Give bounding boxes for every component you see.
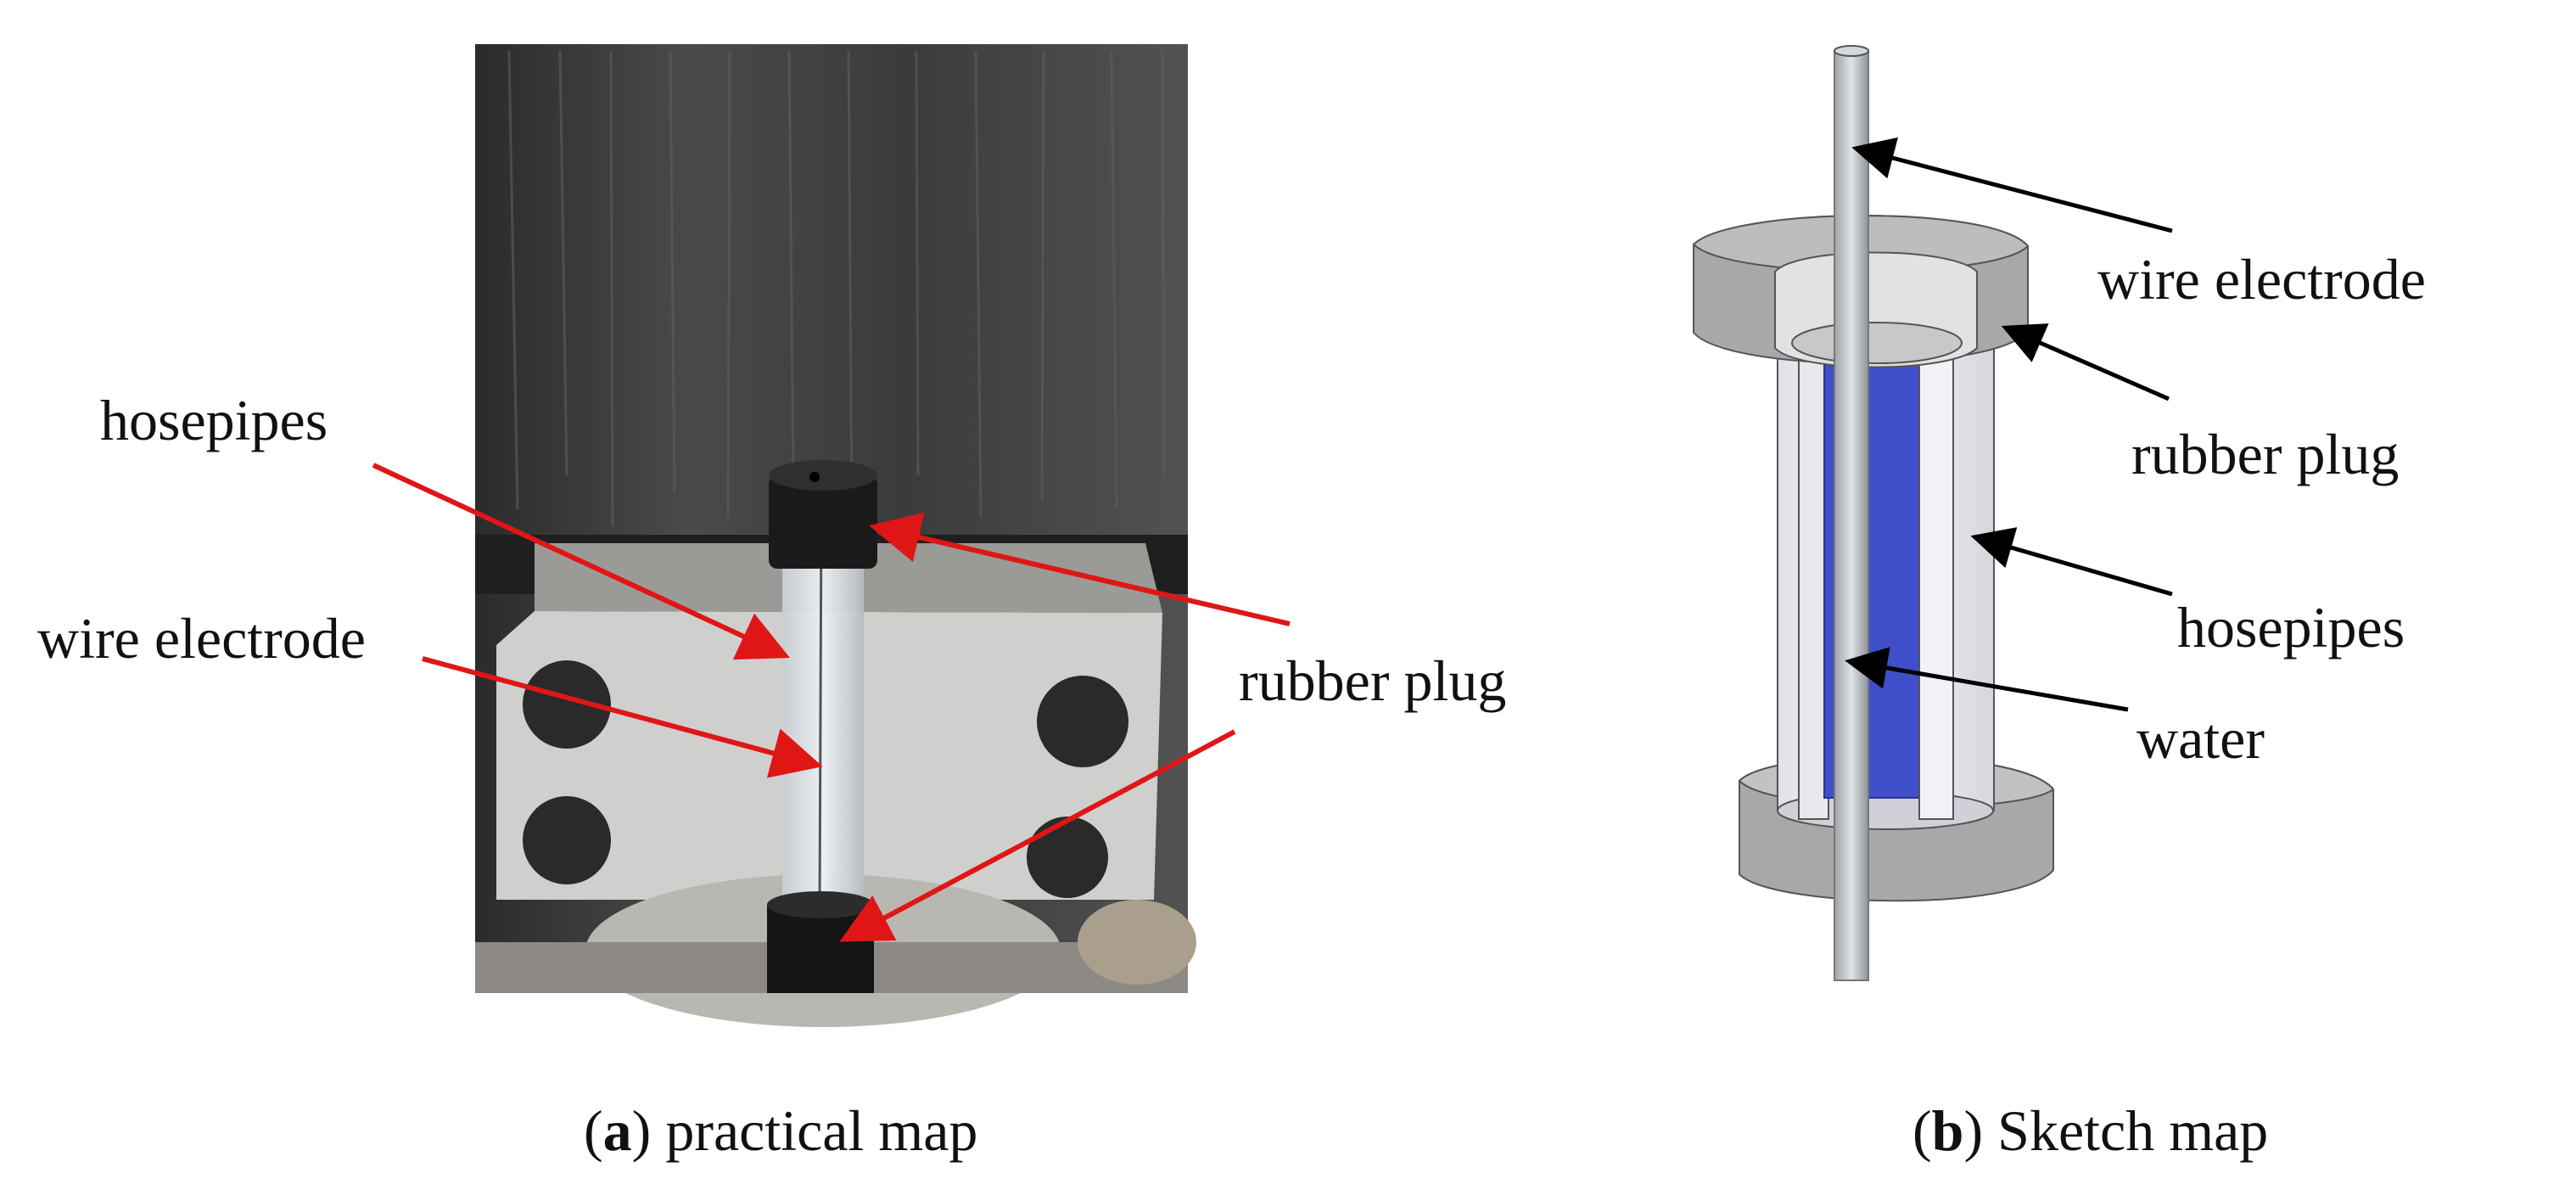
photo-wall-streaks <box>507 50 1166 527</box>
label-b-wire-electrode: wire electrode <box>2097 247 2426 312</box>
photo-bottom-plug-cap <box>767 891 874 918</box>
arrow-b-rubber-plug <box>2001 323 2170 401</box>
caption-a-close: ) <box>632 1098 652 1163</box>
photo-hole-top-left <box>523 660 611 749</box>
panel-b-sketch <box>1692 45 2055 981</box>
arrow-b-water <box>1845 647 2129 712</box>
photo-tube <box>782 509 864 908</box>
arrow-a-hosepipes <box>372 463 790 660</box>
panel-a-arrows <box>372 463 1291 942</box>
sketch-collar <box>1791 322 1963 364</box>
photo-hole-top-right <box>1037 676 1128 767</box>
arrow-a-wire-electrode <box>422 656 823 778</box>
caption-a-open: ( <box>584 1098 603 1163</box>
caption-a-letter: a <box>603 1098 632 1163</box>
label-a-rubber-plug: rubber plug <box>1239 648 1506 713</box>
photo-hole-bottom-right <box>1027 817 1108 898</box>
label-b-water: water <box>2136 706 2265 771</box>
caption-b-letter: b <box>1932 1098 1964 1163</box>
arrow-a-rubber-plug-bottom <box>839 729 1236 942</box>
sketch-hose-inner-wall-right <box>1918 347 1954 820</box>
panel-a-photo <box>475 44 1196 1027</box>
arrow-a-rubber-plug-top <box>869 512 1291 626</box>
photo-hole-bottom-left <box>523 796 611 884</box>
caption-a-text: practical map <box>651 1098 977 1163</box>
caption-b: (b) Sketch map <box>1912 1098 2268 1163</box>
label-a-hosepipes: hosepipes <box>100 388 328 452</box>
sketch-wire-rod-top <box>1834 45 1869 57</box>
label-a-wire-electrode: wire electrode <box>37 606 366 671</box>
photo-wire <box>818 508 823 909</box>
arrow-b-wire-electrode <box>1851 137 2173 233</box>
photo-top-plug-cap <box>769 460 877 491</box>
caption-b-text: Sketch map <box>1983 1098 2268 1163</box>
photo-top-plug <box>769 475 877 569</box>
caption-b-close: ) <box>1963 1098 1983 1163</box>
photo-top-plug-hole <box>809 472 820 482</box>
caption-b-open: ( <box>1912 1098 1932 1163</box>
panel-b-arrows <box>1845 137 2173 712</box>
label-b-hosepipes: hosepipes <box>2177 595 2405 660</box>
label-b-rubber-plug: rubber plug <box>2131 422 2399 486</box>
photo-knob <box>1078 900 1196 985</box>
sketch-wire-rod <box>1834 50 1869 981</box>
arrow-b-hosepipes <box>1970 527 2173 597</box>
caption-a: (a) practical map <box>584 1098 977 1163</box>
